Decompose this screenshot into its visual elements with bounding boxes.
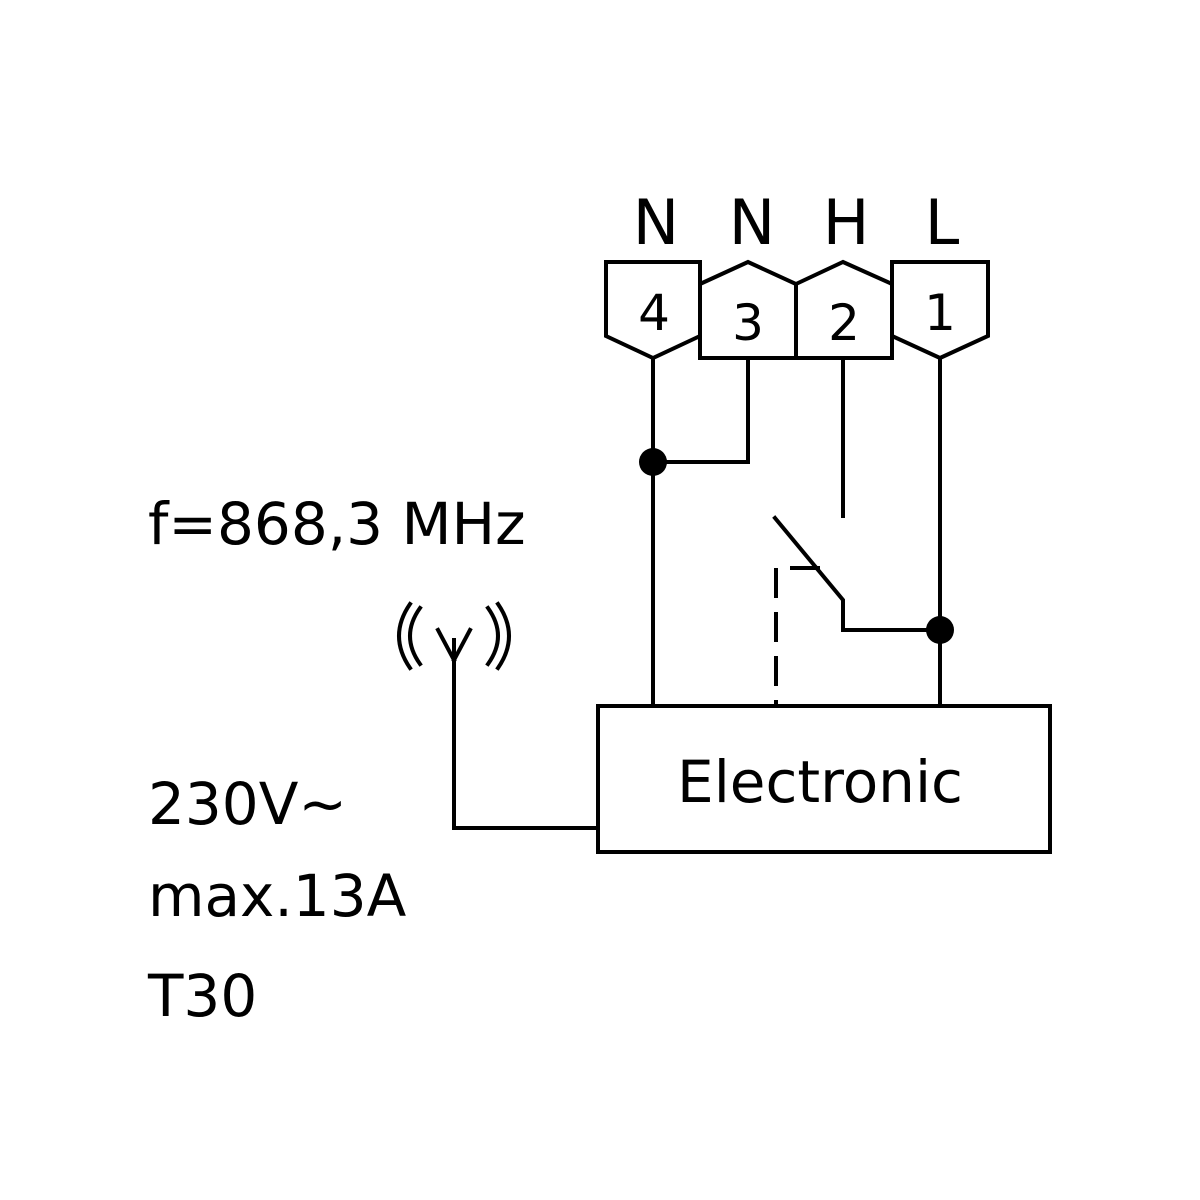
junction-node-live [926, 616, 954, 644]
wire-n3 [651, 356, 750, 464]
terminal-1 [890, 260, 990, 361]
terminal-1-number: 1 [924, 284, 956, 342]
antenna-icon [397, 601, 600, 830]
frequency-label: f=868,3 MHz [148, 490, 526, 558]
terminal-4-number: 4 [638, 284, 670, 342]
terminal-2-letter: H [823, 186, 870, 259]
terminal-4-letter: N [633, 186, 679, 259]
wiring [651, 356, 942, 708]
temp-rating-label: T30 [147, 962, 257, 1030]
relay-actuator-link [774, 566, 820, 706]
relay-contact-icon [772, 515, 942, 706]
electronic-box [596, 704, 1052, 854]
terminal-3-number: 3 [732, 294, 764, 352]
electronic-label: Electronic [677, 748, 963, 816]
current-label: max.13A [148, 862, 407, 930]
junction-node-neutral [639, 448, 667, 476]
terminal-block [604, 259, 990, 361]
terminal-1-letter: L [925, 186, 960, 259]
terminal-2-number: 2 [828, 294, 860, 352]
terminal-3-letter: N [729, 186, 775, 259]
voltage-label: 230V~ [148, 770, 347, 838]
terminal-4 [604, 260, 702, 361]
